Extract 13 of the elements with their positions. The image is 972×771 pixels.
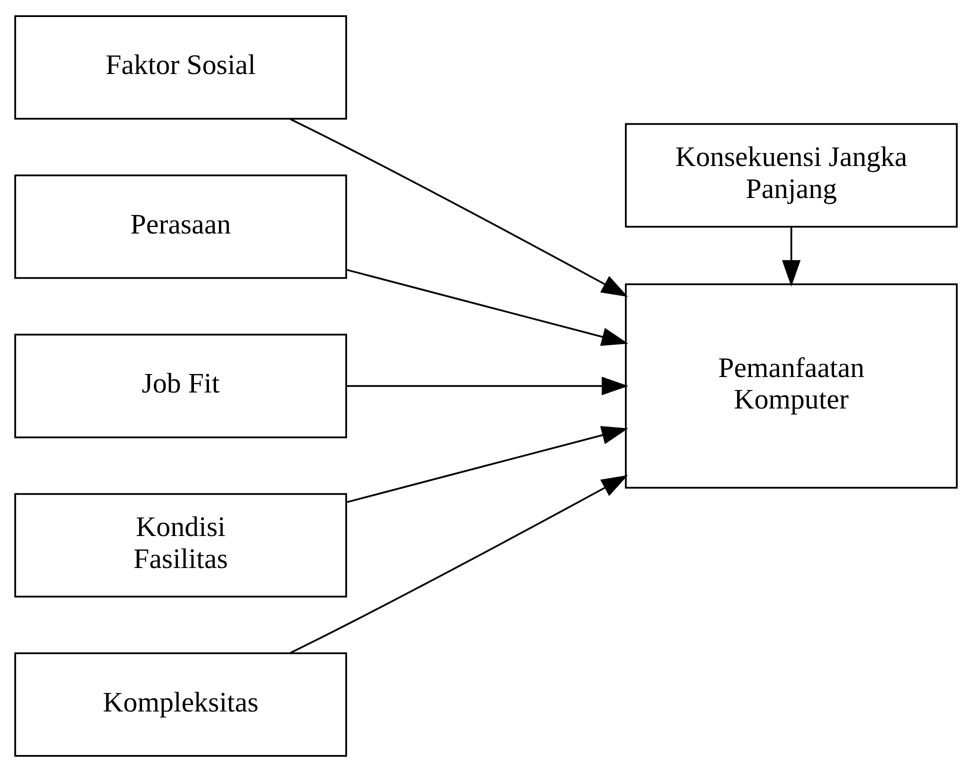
arrow [782, 226, 801, 286]
node-box: Pemanfaatan Komputer [624, 282, 958, 488]
arrow [290, 474, 628, 654]
node-box: Perasaan [14, 174, 348, 278]
arrow [346, 268, 628, 346]
node-box: Kompleksitas [14, 652, 348, 756]
arrow [346, 376, 628, 395]
node-box: Kondisi Fasilitas [14, 492, 348, 597]
arrow [290, 118, 628, 296]
node-box: Faktor Sosial [14, 14, 348, 120]
node-box: Job Fit [14, 333, 348, 438]
arrow [346, 426, 628, 503]
node-box: Konsekuensi Jangka Panjang [624, 122, 958, 228]
